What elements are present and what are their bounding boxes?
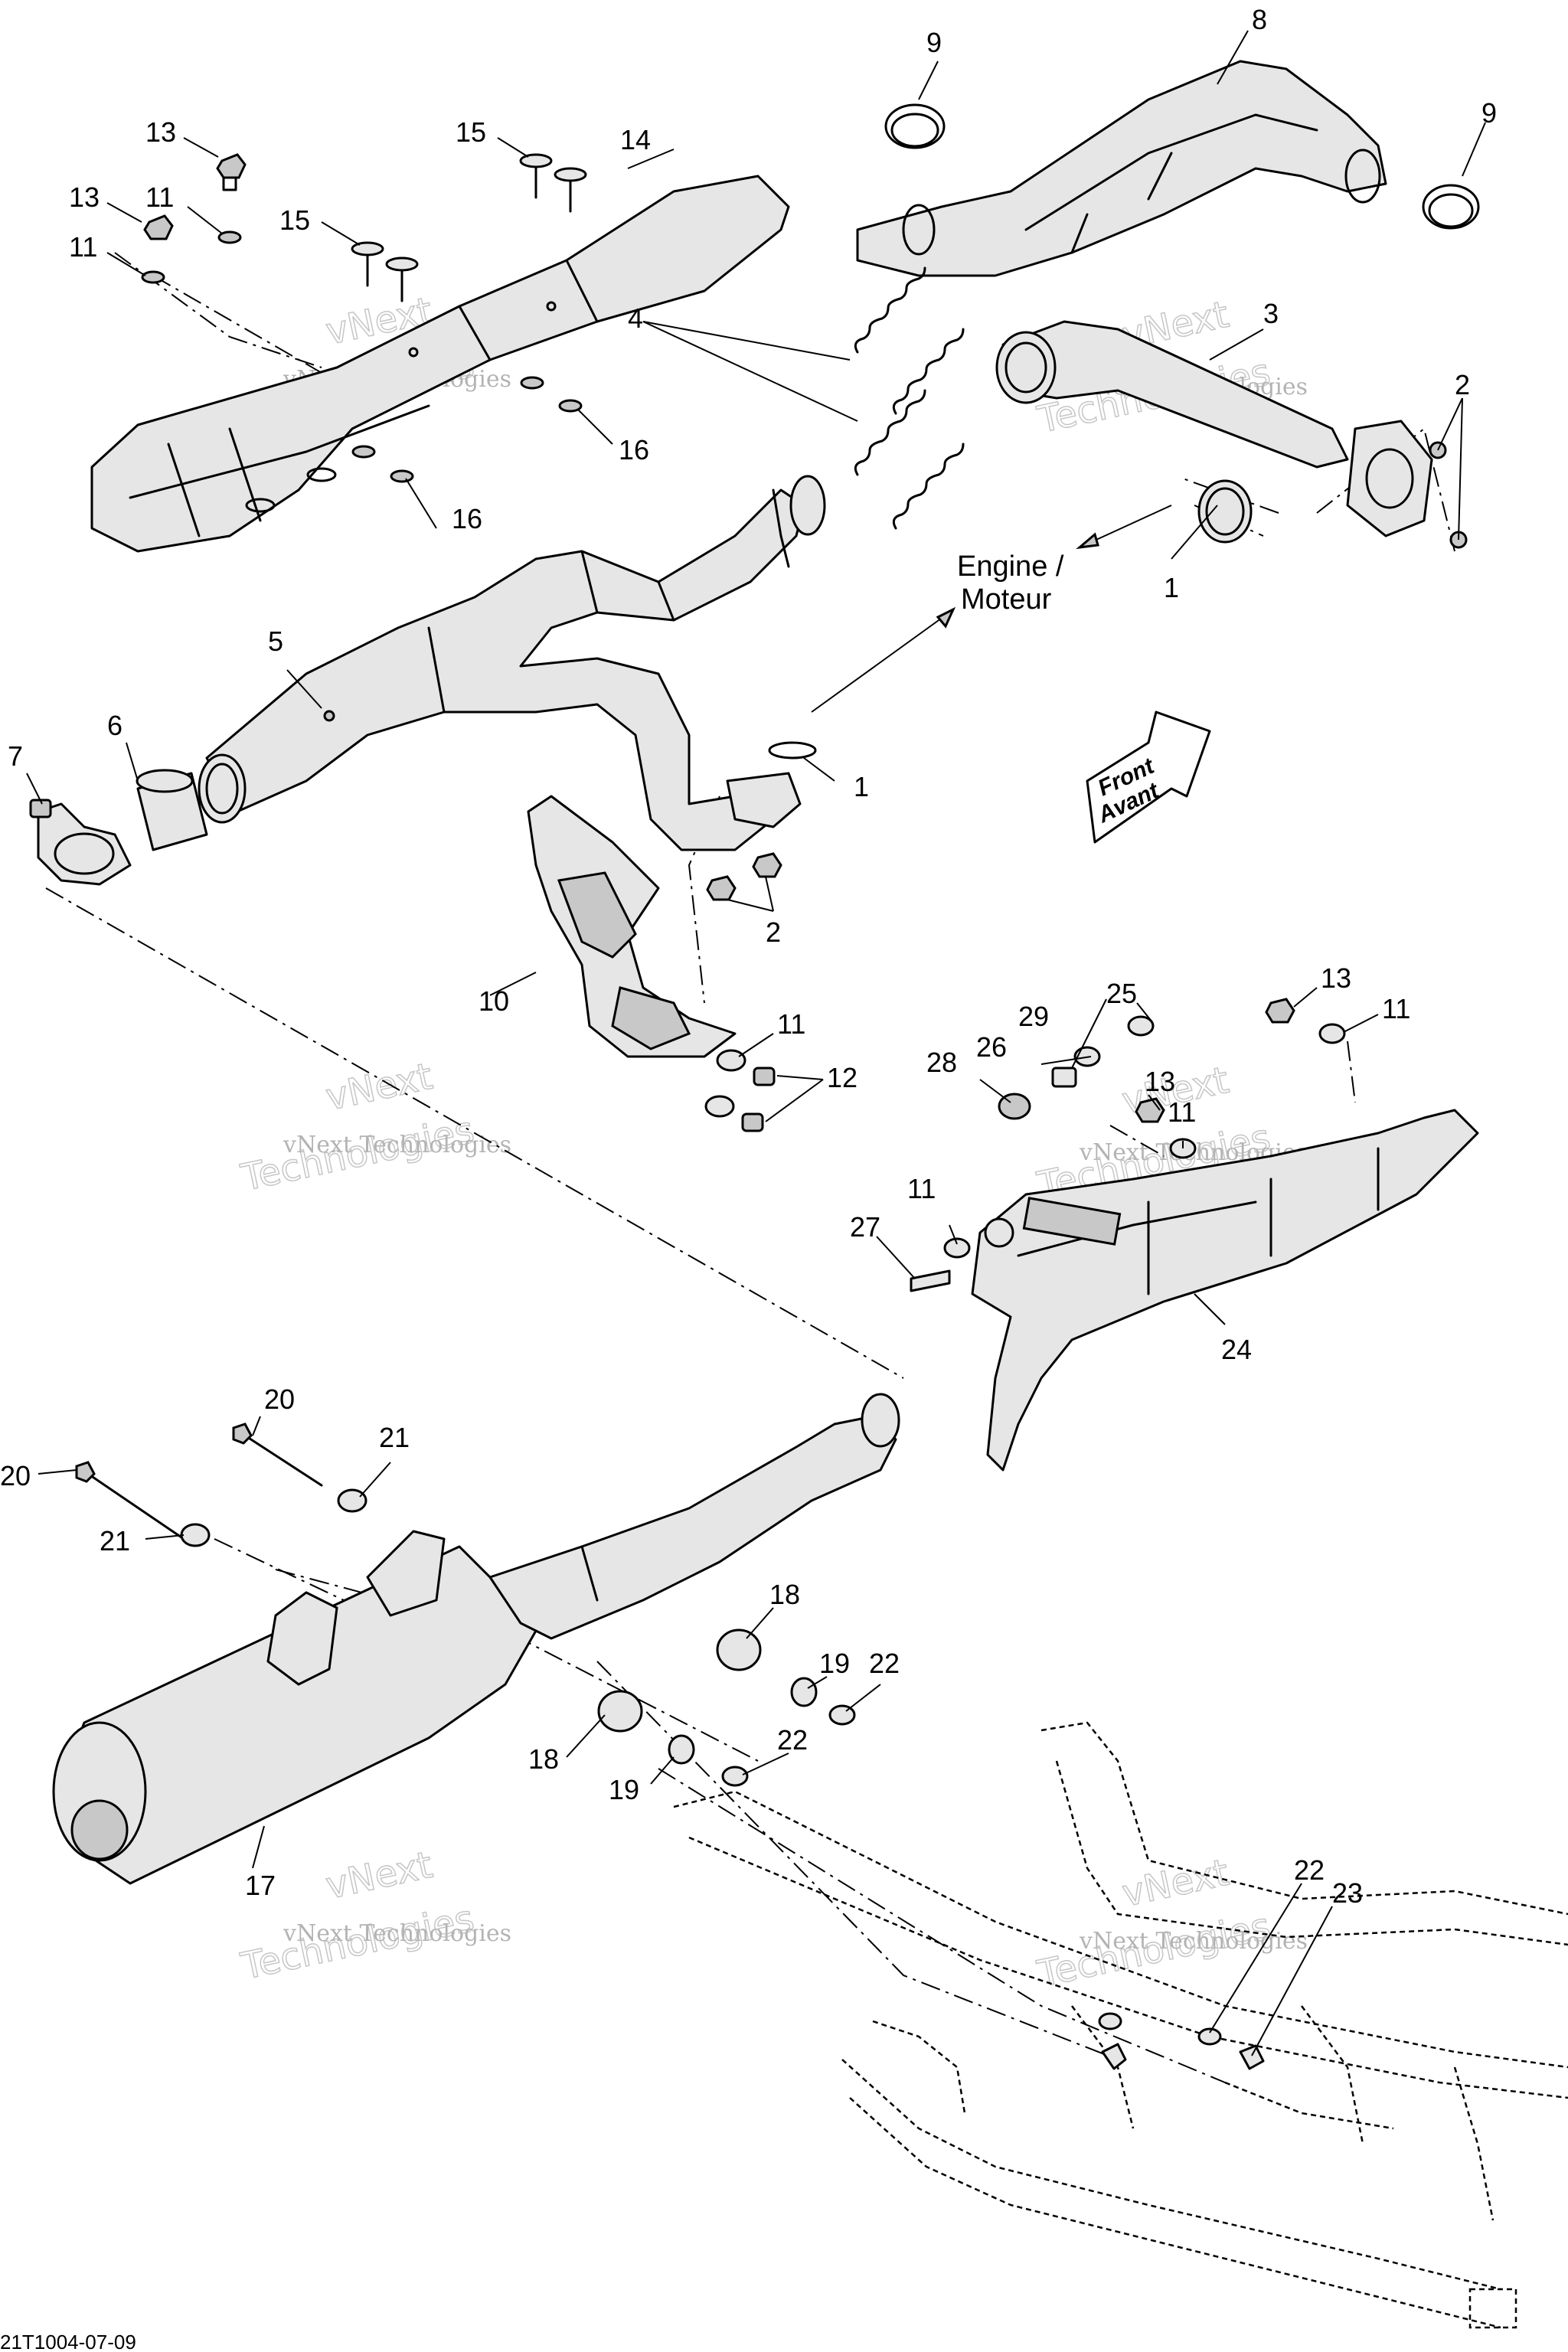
fasteners-right	[910, 998, 1346, 1292]
callout-1: 1	[854, 771, 869, 802]
callout-21: 21	[379, 1422, 410, 1453]
callout-27: 27	[850, 1211, 880, 1243]
callout-19: 19	[609, 1774, 639, 1805]
callout-18: 18	[769, 1579, 800, 1610]
engine-label-line2: Moteur	[961, 583, 1052, 616]
callout-15: 15	[456, 116, 486, 148]
callout-numbers: 9 8 9 3 2 1 1 2 4 5 6 7 10 11 12 13 11 1…	[0, 4, 1497, 1909]
callout-13: 13	[1321, 962, 1351, 994]
callout-28: 28	[926, 1047, 957, 1078]
watermark-text: vNext Technologies	[1079, 1928, 1308, 1955]
callout-leaders	[26, 30, 1486, 2056]
callout-15: 15	[279, 204, 310, 236]
callout-8: 8	[1252, 4, 1267, 35]
callout-17: 17	[245, 1870, 276, 1901]
fasteners-muffler	[75, 1423, 856, 1787]
callout-13: 13	[1145, 1066, 1175, 1097]
callout-5: 5	[268, 626, 283, 657]
watermark-5: vNext Technologies Technologies vNext	[237, 1843, 511, 1989]
heat-shield-upper	[90, 175, 790, 553]
callout-3: 3	[1263, 298, 1279, 329]
callout-20: 20	[264, 1383, 295, 1415]
vehicle-frame	[673, 1721, 1568, 2329]
callout-6: 6	[107, 710, 122, 741]
callout-9: 9	[1481, 97, 1497, 129]
front-arrow: Front Avant	[1086, 710, 1211, 844]
callout-26: 26	[976, 1031, 1007, 1063]
sleeve-6	[136, 769, 208, 851]
heat-shield-10	[527, 795, 737, 1058]
engine-label-line1: Engine /	[957, 550, 1064, 583]
callout-20: 20	[0, 1460, 31, 1491]
springs-4	[854, 266, 965, 530]
callout-11: 11	[1382, 993, 1410, 1024]
callout-18: 18	[528, 1743, 559, 1775]
callout-11: 11	[907, 1173, 936, 1204]
fasteners-middle	[704, 741, 817, 1132]
watermark-text: vNext Technologies	[283, 1132, 511, 1158]
callout-13: 13	[145, 116, 176, 148]
callout-19: 19	[819, 1648, 850, 1679]
callout-16: 16	[452, 503, 482, 534]
callout-7: 7	[8, 740, 23, 772]
callout-16: 16	[619, 434, 649, 466]
callout-2: 2	[1455, 369, 1470, 400]
watermark-text: vNext	[1119, 1851, 1233, 1916]
clamp-7	[29, 799, 132, 886]
callout-25: 25	[1106, 978, 1137, 1009]
heat-shield-24	[971, 1109, 1479, 1472]
watermark-text: vNext	[322, 1844, 436, 1908]
callout-10: 10	[479, 985, 509, 1017]
callout-22: 22	[777, 1724, 808, 1756]
front-pipe-3	[995, 320, 1468, 549]
callout-13: 13	[69, 181, 100, 213]
callout-11: 11	[145, 181, 174, 213]
callout-24: 24	[1221, 1334, 1252, 1365]
clamps-9	[884, 103, 1480, 230]
callout-4: 4	[628, 302, 643, 334]
callout-14: 14	[620, 124, 651, 155]
watermark-text: Technologies	[237, 1109, 478, 1200]
callout-22: 22	[869, 1648, 900, 1679]
y-pipe-5	[198, 475, 826, 851]
watermark-text: vNext	[322, 1055, 436, 1119]
callout-11: 11	[1168, 1096, 1196, 1128]
callout-29: 29	[1018, 1001, 1049, 1032]
callout-9: 9	[926, 27, 942, 58]
callout-21: 21	[100, 1525, 130, 1557]
resonator-tube	[856, 60, 1387, 277]
callout-11: 11	[69, 231, 97, 263]
callout-1: 1	[1164, 572, 1179, 603]
callout-11: 11	[777, 1008, 805, 1040]
callout-22: 22	[1294, 1854, 1325, 1886]
engine-direction: Engine / Moteur	[811, 505, 1172, 713]
callout-2: 2	[766, 916, 781, 948]
watermark-text: vNext Technologies	[283, 1920, 511, 1947]
watermark-text: Technologies	[237, 1897, 478, 1988]
watermark-6: vNext Technologies Technologies vNext	[1033, 1851, 1308, 1997]
muffler-17	[52, 1393, 900, 1885]
drawing-code: 21T1004-07-09	[0, 2331, 136, 2352]
callout-12: 12	[827, 1062, 858, 1093]
callout-23: 23	[1332, 1877, 1363, 1909]
fasteners-top-left	[141, 153, 587, 483]
